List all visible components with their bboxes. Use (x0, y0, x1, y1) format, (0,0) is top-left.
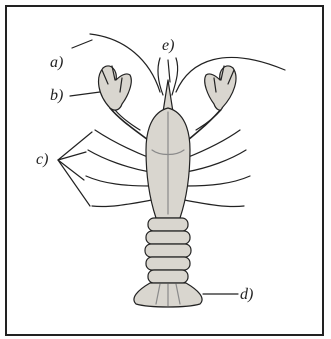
label-c: c) (36, 152, 48, 168)
label-e: e) (162, 38, 174, 54)
leader-b (70, 92, 100, 96)
walking-legs-right (184, 130, 250, 207)
leader-e (168, 60, 170, 82)
leader-c4 (58, 160, 90, 206)
leader-a (72, 40, 92, 48)
claw-right (188, 66, 236, 140)
abdomen (145, 218, 191, 283)
leader-c1 (58, 132, 92, 160)
label-b: b) (50, 88, 63, 104)
label-d: d) (240, 287, 253, 303)
label-a: a) (50, 55, 63, 71)
walking-legs-left (86, 130, 152, 207)
claw-left (99, 66, 148, 140)
leader-c3 (58, 160, 84, 180)
rostrum (163, 80, 173, 112)
